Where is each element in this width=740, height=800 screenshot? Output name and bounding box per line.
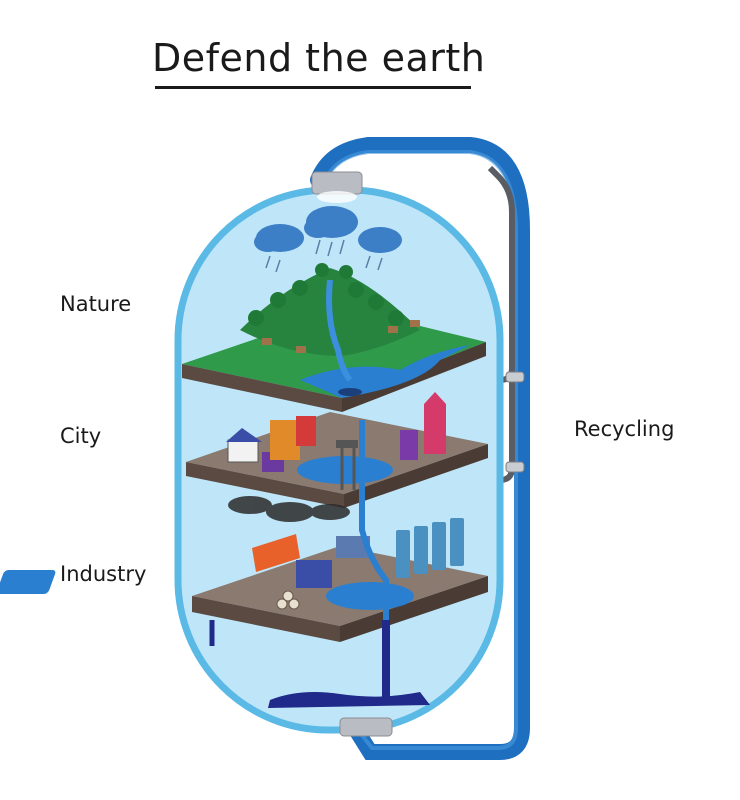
rain-clouds <box>254 206 402 273</box>
label-city: City <box>60 424 102 448</box>
diagram-title: Defend the earth <box>152 36 486 80</box>
industry-layer <box>0 518 488 642</box>
title-underline <box>155 86 471 89</box>
water-flow <box>209 420 430 708</box>
label-recycling: Recycling <box>574 417 675 441</box>
label-nature: Nature <box>60 292 132 316</box>
label-industry: Industry <box>60 562 147 586</box>
recycling-pipes <box>310 137 530 760</box>
city-layer <box>186 392 488 522</box>
nature-layer <box>182 263 486 412</box>
